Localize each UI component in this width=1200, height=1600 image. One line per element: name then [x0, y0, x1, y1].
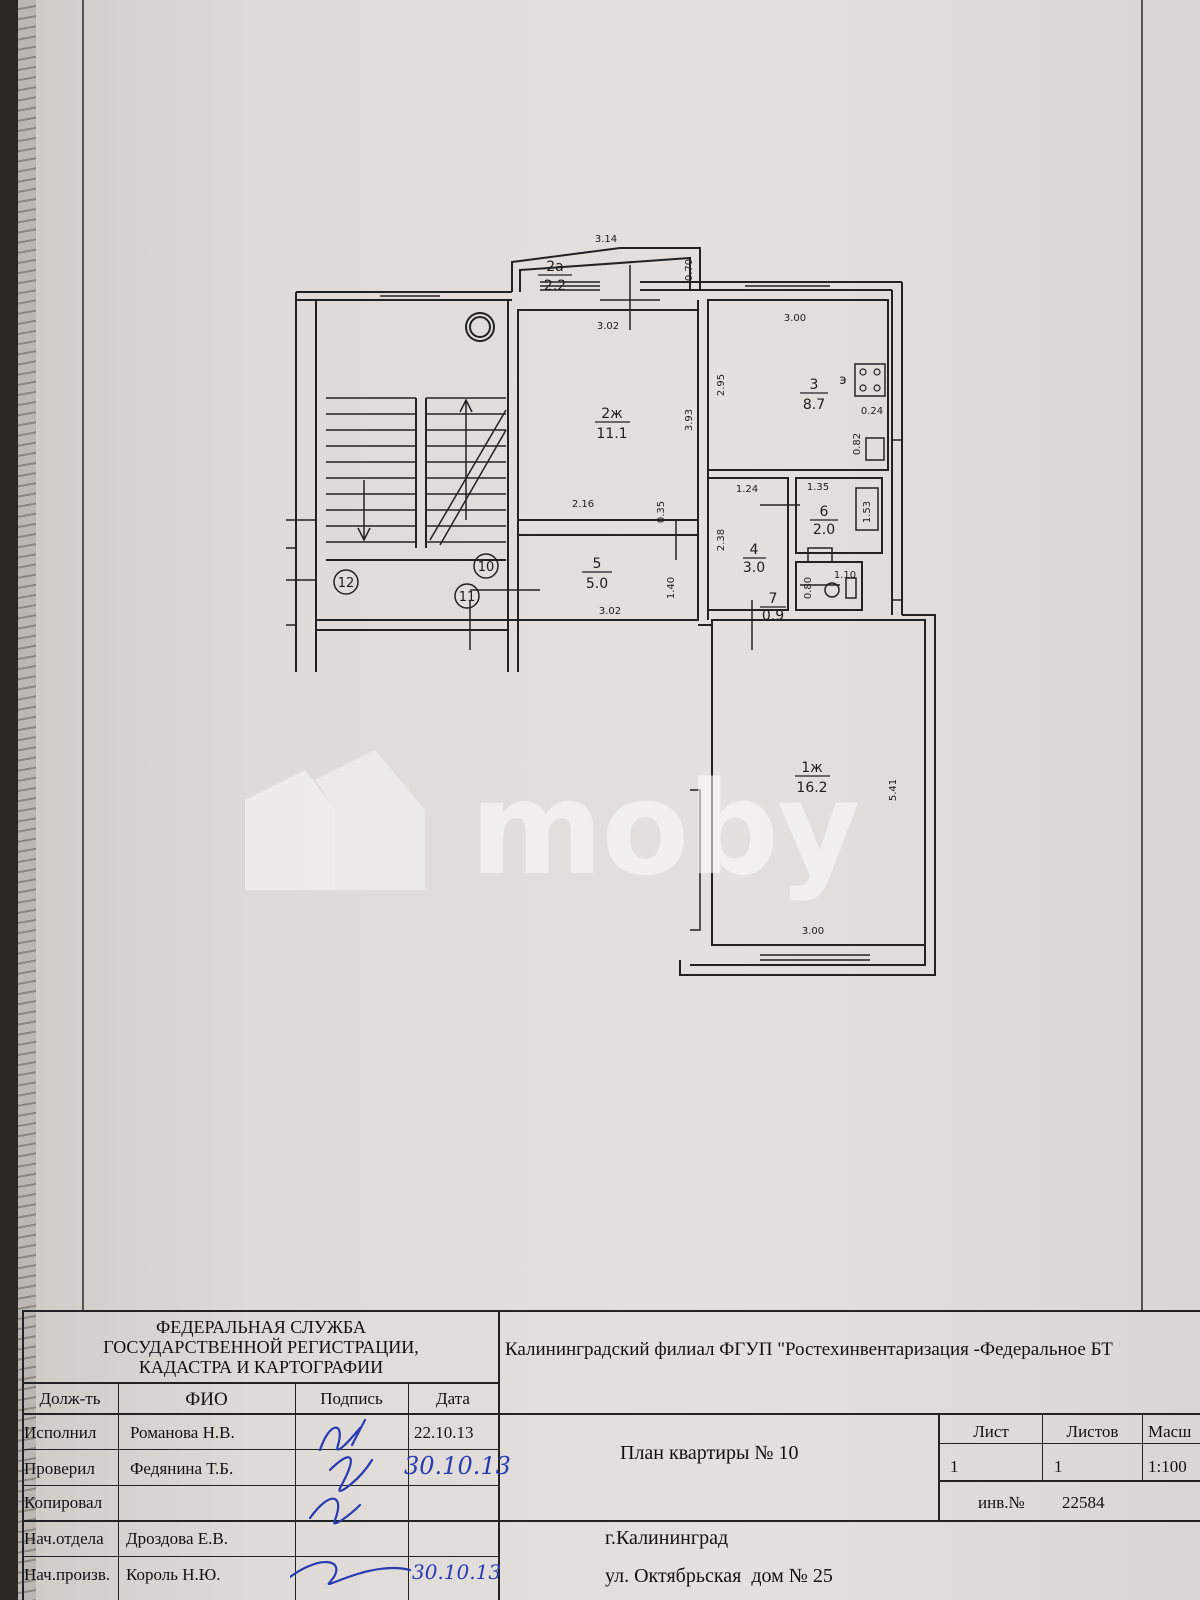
signature-scribble-icon — [290, 1418, 412, 1585]
room-2a-area: 2.2 — [544, 278, 566, 294]
dim-room2-height: 3.93 — [684, 409, 695, 431]
dim-room6-width: 1.35 — [807, 482, 829, 493]
sheet-label: Лист — [973, 1422, 1009, 1441]
city: г.Калининград — [605, 1527, 729, 1549]
header-date: Дата — [436, 1389, 470, 1408]
handwritten-date-5: 30.10.13 — [412, 1560, 502, 1584]
organization-name: Калининградский филиал ФГУП "Ростехинвен… — [505, 1340, 1113, 1359]
dim-room3-width: 3.00 — [784, 313, 806, 324]
staff-role-1: Исполнил — [24, 1423, 97, 1442]
axis-mark-12: 12 — [338, 576, 355, 591]
agency-line-1: ФЕДЕРАЛЬНАЯ СЛУЖБА — [156, 1317, 366, 1337]
room-4-area: 3.0 — [743, 560, 765, 576]
stove-symbol: э — [839, 373, 846, 388]
room-4-label: 4 — [750, 542, 759, 558]
header-name: ФИО — [185, 1389, 228, 1410]
watermark-logo-icon — [245, 750, 425, 890]
dim-room4-width: 1.24 — [736, 484, 758, 495]
dim-room2-width: 3.02 — [597, 321, 619, 332]
agency-line-2: ГОСУДАРСТВЕННОЙ РЕГИСТРАЦИИ, — [103, 1337, 419, 1357]
dim-room3-height: 2.95 — [716, 374, 727, 396]
header-role: Долж-ть — [39, 1389, 101, 1408]
drawing-frame — [82, 0, 1143, 1310]
inventory-number: 22584 — [1062, 1493, 1105, 1512]
dim-wc-length: 1.10 — [834, 570, 856, 581]
street-address: ул. Октябрьская дом № 25 — [605, 1565, 833, 1587]
dim-closet-depth: 0.35 — [656, 501, 667, 523]
staff-name-1: Романова Н.В. — [130, 1423, 235, 1442]
staff-role-4: Нач.отдела — [24, 1529, 104, 1548]
dim-corridor-width: 3.02 — [599, 606, 621, 617]
staff-role-3: Копировал — [24, 1493, 103, 1512]
scale-label: Масш — [1148, 1422, 1192, 1441]
handwritten-date-2: 30.10.13 — [404, 1452, 511, 1480]
dim-room1-width: 3.00 — [802, 926, 824, 937]
inventory-label: инв.№ — [978, 1493, 1025, 1512]
staff-date-1: 22.10.13 — [414, 1423, 474, 1442]
staff-name-5: Король Н.Ю. — [126, 1565, 221, 1584]
staff-name-2: Федянина Т.Б. — [130, 1459, 234, 1478]
room-1-label: 1ж — [801, 760, 823, 776]
room-2a-label: 2а — [546, 259, 564, 275]
document-title: План квартиры № 10 — [620, 1442, 799, 1464]
dim-closet-width: 2.16 — [572, 499, 594, 510]
dim-balcony-depth: 0.70 — [684, 259, 695, 281]
sheets-label: Листов — [1066, 1422, 1119, 1441]
dim-room1-height: 5.41 — [888, 779, 899, 801]
dim-kitchen-niche: 0.24 — [861, 406, 883, 417]
room-2-label: 2ж — [601, 406, 623, 422]
dim-corridor-height: 1.40 — [666, 577, 677, 599]
dim-sink-niche: 0.82 — [852, 433, 863, 455]
watermark-text: moby — [470, 755, 860, 904]
header-signature: Подпись — [320, 1389, 383, 1408]
room-7-label: 7 — [769, 591, 778, 607]
agency-line-3: КАДАСТРА И КАРТОГРАФИИ — [138, 1357, 384, 1377]
scale-value: 1:100 — [1148, 1457, 1187, 1476]
dim-balcony-width: 3.14 — [595, 234, 617, 245]
sheet-number: 1 — [950, 1457, 959, 1476]
axis-mark-11: 11 — [459, 590, 476, 605]
dim-room4-height: 2.38 — [716, 529, 727, 551]
room-6-label: 6 — [820, 504, 829, 520]
room-5-area: 5.0 — [586, 576, 608, 592]
room-2-area: 11.1 — [596, 426, 627, 442]
staff-role-2: Проверил — [24, 1459, 95, 1478]
room-3-area: 8.7 — [803, 397, 825, 413]
room-7-area: 0.9 — [762, 608, 784, 624]
room-1-area: 16.2 — [796, 780, 827, 796]
room-6-area: 2.0 — [813, 522, 835, 538]
dim-wc-width: 0.80 — [803, 577, 814, 599]
staff-name-4: Дроздова Е.В. — [126, 1529, 228, 1548]
room-3-label: 3 — [810, 377, 819, 393]
dim-bath-length: 1.53 — [862, 501, 873, 523]
axis-mark-10: 10 — [478, 560, 495, 575]
sheets-count: 1 — [1054, 1457, 1063, 1476]
document-page — [18, 0, 1200, 1600]
page-edge — [18, 0, 36, 1600]
room-5-label: 5 — [593, 556, 602, 572]
staff-role-5: Нач.произв. — [24, 1565, 111, 1584]
